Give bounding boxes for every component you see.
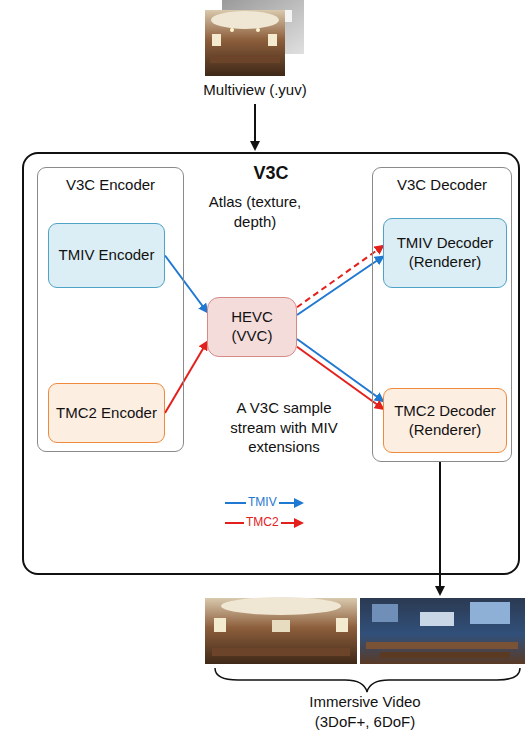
data-flow-arrow [165,256,207,313]
codec-box: HEVC (VVC) [207,297,297,357]
output-photo [205,597,357,664]
box-text: TMC2 Decoder (Renderer) [390,402,500,440]
box-text: TMC2 Encoder [56,404,157,423]
data-flow-arrow [297,246,383,307]
group-box: V3C EncoderTMIV EncoderTMC2 Encoder [37,167,184,452]
stream-note: Atlas (texture, depth) [195,192,315,231]
bracket [215,668,520,692]
stream-note: A V3C sample stream with MIV extensions [222,398,346,457]
process-box: TMIV Decoder (Renderer) [383,218,507,288]
process-box: TMIV Encoder [48,223,165,288]
data-flow-arrow [165,342,207,413]
process-box: TMC2 Decoder (Renderer) [383,388,507,453]
data-flow-arrow [297,339,383,401]
image-caption: Multiview (.yuv) [175,80,335,100]
multiview-photo [205,0,304,76]
output-caption: Immersive Video (3DoF+, 6DoF) [290,692,440,731]
group-box: V3C DecoderTMIV Decoder (Renderer) TMC2 D… [372,167,512,462]
process-box: TMC2 Encoder [48,383,165,443]
group-heading: V3C Encoder [38,176,183,195]
box-text: TMIV Decoder (Renderer) [390,234,500,272]
legend-text: TMIV [246,495,279,509]
box-text: HEVC (VVC) [221,308,283,346]
data-flow-arrow [297,257,383,316]
box-text: TMIV Encoder [59,246,155,265]
group-heading: V3C Decoder [373,176,511,195]
output-photo [360,598,525,664]
legend-text: TMC2 [244,515,281,529]
input-arrow [254,104,256,149]
